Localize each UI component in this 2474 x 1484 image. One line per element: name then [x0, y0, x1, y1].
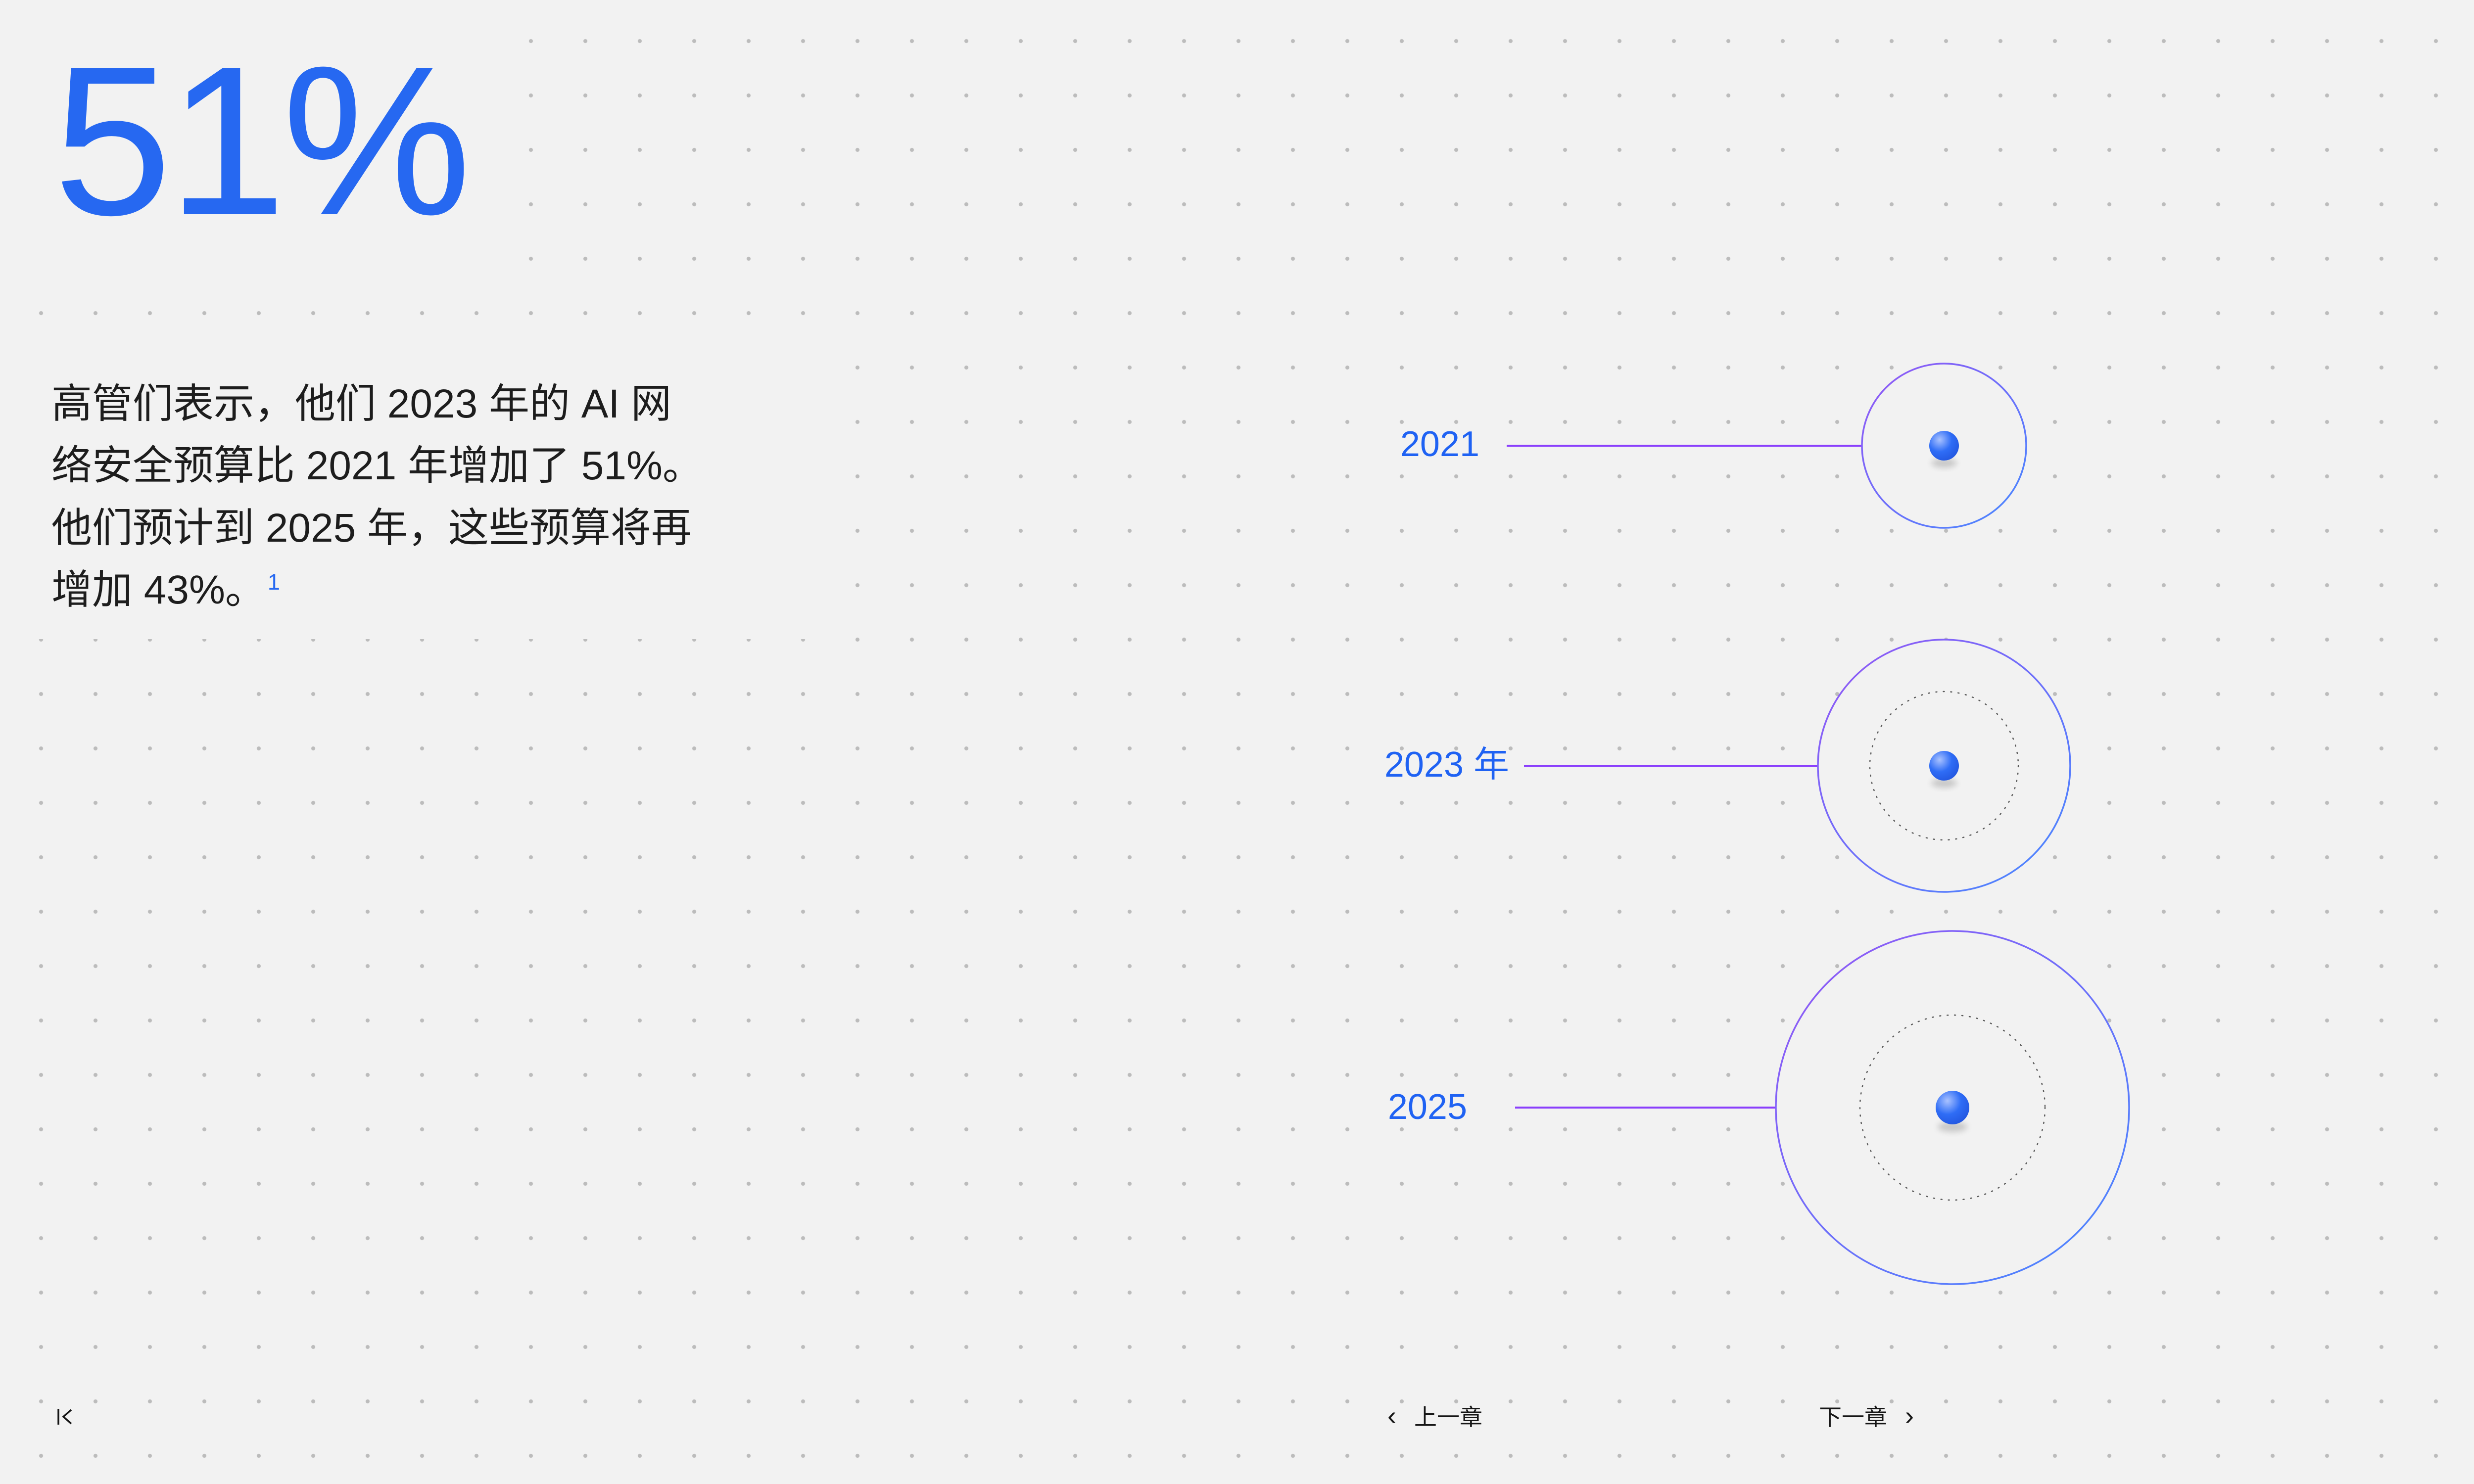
sphere-shadow-2021	[1931, 459, 1957, 467]
chevron-right-icon: ›	[1905, 1401, 1914, 1431]
skip-to-start-icon	[57, 1409, 72, 1425]
sphere-marker-2021	[1929, 431, 1959, 461]
sphere-shadow-2023	[1931, 779, 1957, 788]
footnote-reference[interactable]: 1	[267, 569, 280, 595]
next-chapter-button[interactable]: 下一章 ›	[1819, 1400, 1914, 1432]
skip-to-start-button[interactable]	[51, 1403, 79, 1431]
body-line: 络安全预算比 2021 年增加了 51%。	[51, 443, 703, 489]
chart-label-2023: 2023 年	[1384, 745, 1509, 785]
body-paragraph: 高管们表示，他们 2023 年的 AI 网 络安全预算比 2021 年增加了 5…	[0, 359, 851, 639]
body-line: 他们预计到 2025 年，这些预算将再	[51, 505, 692, 551]
prev-chapter-button[interactable]: ‹ 上一章	[1387, 1400, 1482, 1432]
body-line: 增加 43%。1	[51, 559, 831, 621]
inner-dotted-ring-2023	[1869, 691, 2019, 841]
chart-label-2021: 2021	[1400, 424, 1479, 464]
sphere-shadow-2025	[1938, 1122, 1967, 1132]
chevron-left-icon: ‹	[1387, 1401, 1396, 1431]
chart-label-2025: 2025	[1387, 1087, 1467, 1127]
prev-chapter-label: 上一章	[1414, 1404, 1482, 1430]
body-line-text: 增加 43%。	[51, 567, 266, 613]
sphere-marker-2023	[1929, 751, 1959, 781]
sphere-marker-2025	[1936, 1091, 1969, 1124]
next-chapter-label: 下一章	[1819, 1404, 1888, 1430]
inner-dotted-ring-2025	[1859, 1014, 2046, 1201]
footer-nav-bar: ‹ 上一章 下一章 › 8	[0, 1400, 2474, 1439]
headline-statistic: 51%	[0, 0, 512, 272]
body-line: 高管们表示，他们 2023 年的 AI 网	[51, 381, 672, 426]
